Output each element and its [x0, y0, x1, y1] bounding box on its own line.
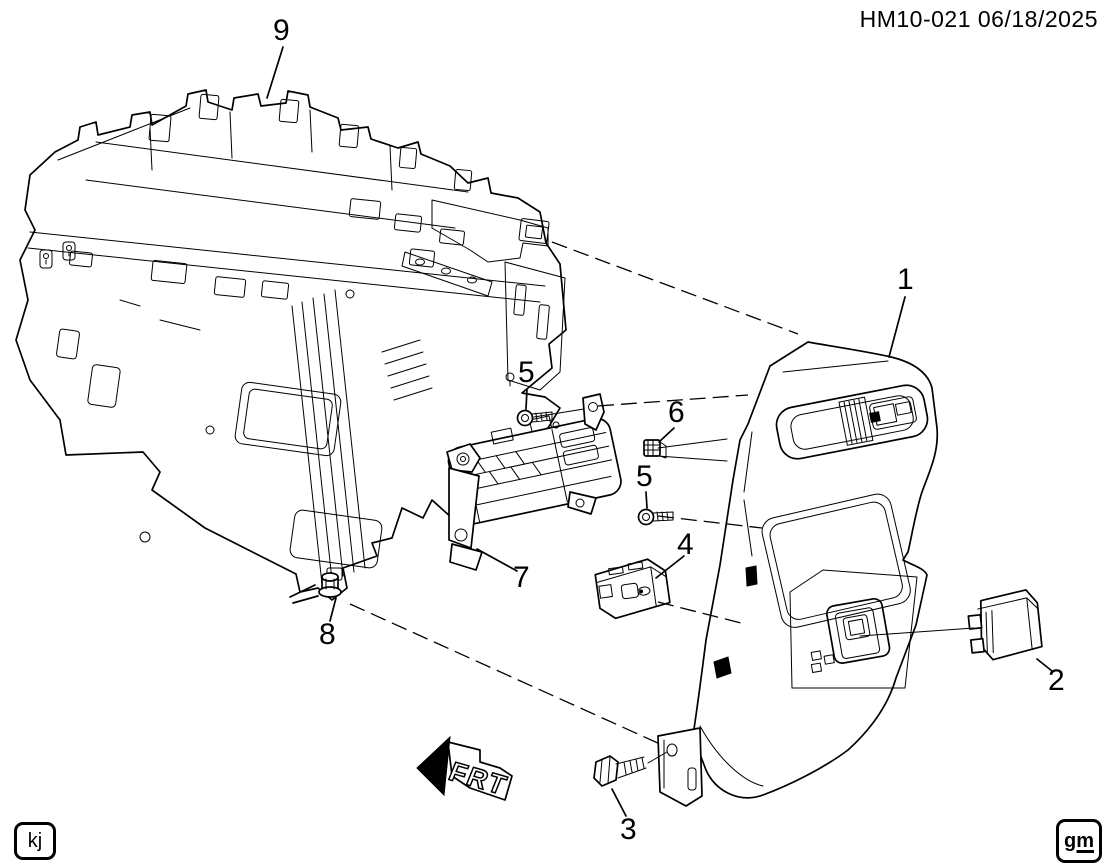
frt-label: FRT: [445, 756, 513, 801]
callout-part-1: 1: [897, 263, 914, 296]
callout-part-8: 8: [319, 618, 336, 651]
grommet-part-8: [289, 572, 342, 604]
callout-part-6: 6: [668, 396, 685, 429]
author-initials: kj: [27, 829, 43, 852]
callout-part-5a: 5: [518, 356, 535, 389]
clip-part-6: [643, 439, 667, 459]
switch-module-part-2: [967, 589, 1043, 661]
assembly-dashed-lines: [349, 241, 799, 745]
document-code-and-date: HM10-021 06/18/2025: [859, 6, 1098, 32]
callout-part-2: 2: [1048, 664, 1065, 697]
callout-part-3: 3: [620, 813, 637, 846]
gm-logo-text: gm: [1064, 829, 1094, 852]
callout-part-5b: 5: [636, 460, 653, 493]
console-trim-panel-part-1: [657, 341, 939, 807]
air-vent-assembly-part-7: [446, 393, 622, 571]
frt-direction-arrow: FRT: [416, 735, 513, 801]
callout-part-9: 9: [273, 14, 290, 47]
callout-part-7: 7: [513, 561, 530, 594]
leader-lines: [266, 46, 1053, 817]
bolt-part-3: [593, 755, 647, 787]
screw-part-5b: [637, 508, 674, 526]
port-module-part-4: [594, 558, 671, 620]
callout-part-4: 4: [677, 528, 694, 561]
ip-carrier-part-9: [15, 89, 567, 601]
author-initials-badge: kj: [14, 822, 56, 860]
gm-logo-badge: gm: [1056, 819, 1102, 863]
